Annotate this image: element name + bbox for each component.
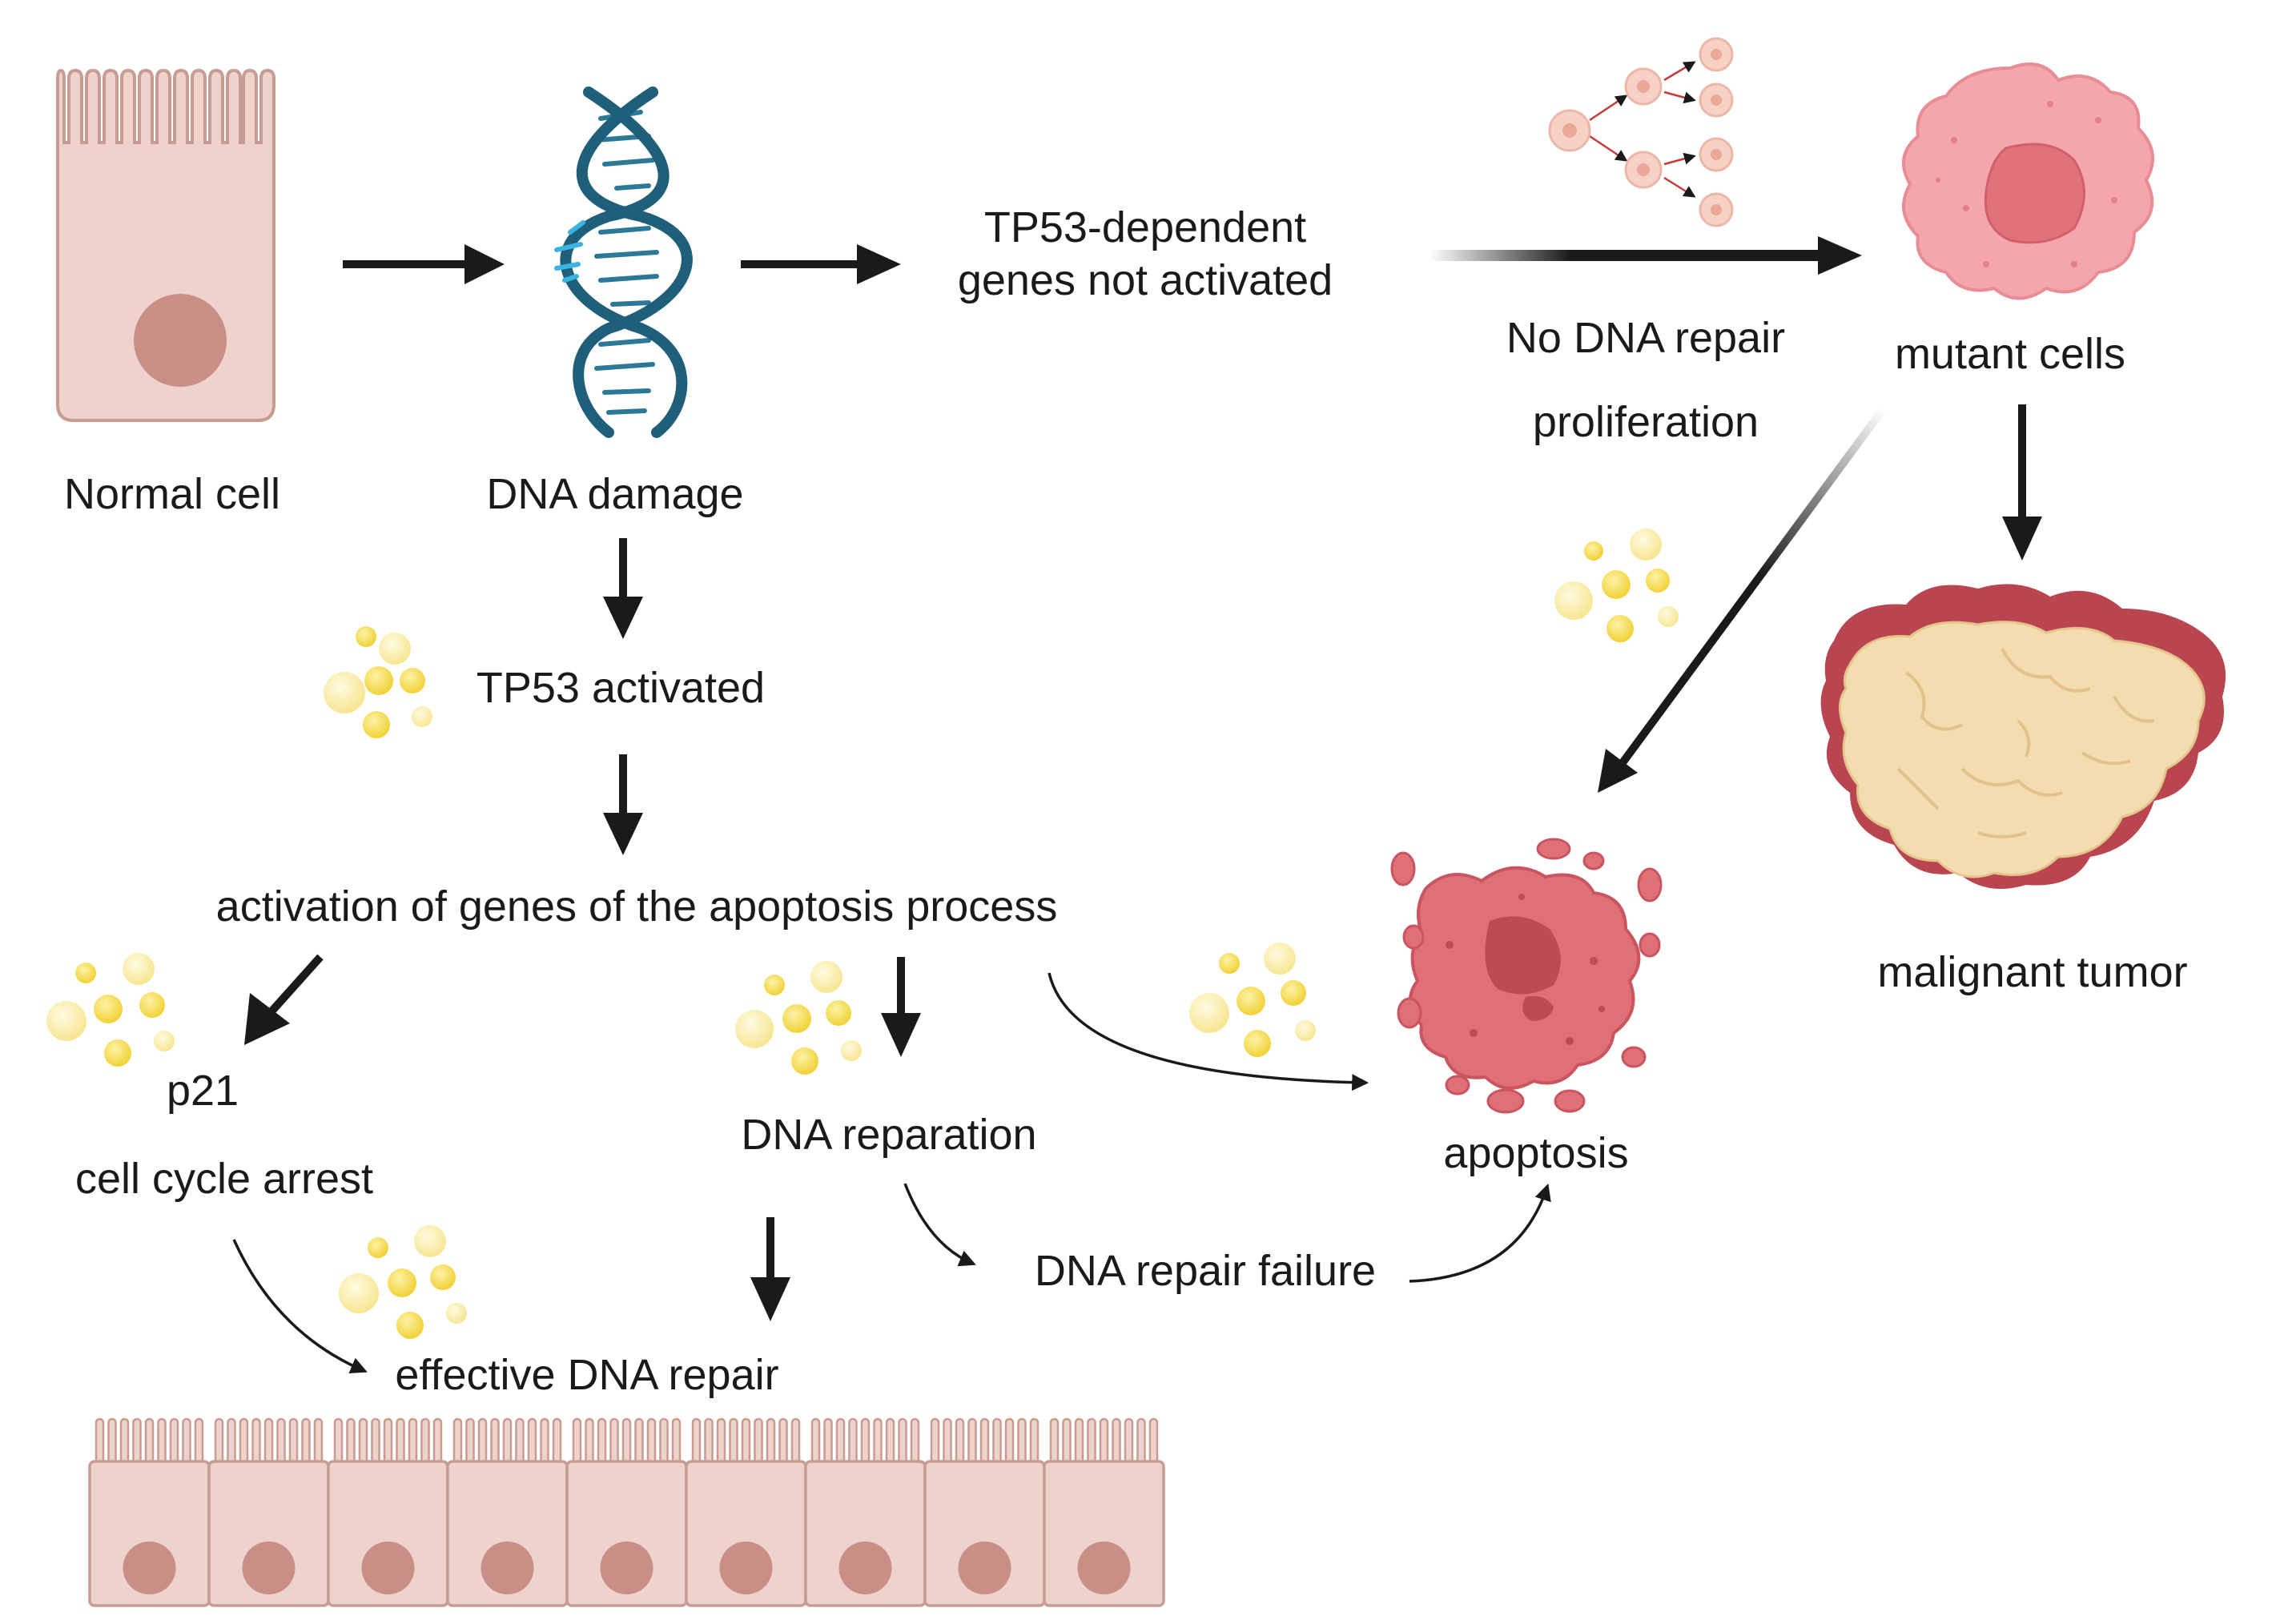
arrow-reparation-to-failure [903,1183,976,1267]
arrow-normal-to-damage [343,244,505,284]
label-genes-not-activated: genes not activated [958,256,1333,304]
arrow-activation-to-p21 [244,954,324,1045]
epithelial-cell [207,1417,330,1607]
arrow-to-mutant-cells [1430,236,1862,275]
epithelial-cell-row [88,1417,1165,1607]
epithelial-cell [88,1417,211,1607]
tp53-protein-cluster-icon [1554,529,1679,642]
label-dna-repair-failure: DNA repair failure [1035,1247,1376,1295]
label-p21: p21 [167,1067,239,1115]
label-cell-cycle-arrest: cell cycle arrest [75,1155,373,1203]
arrow-damage-to-not-activated [741,244,901,284]
tp53-protein-cluster-icon [339,1225,467,1339]
tp53-protein-cluster-icon [46,953,175,1067]
epithelial-cell [446,1417,569,1607]
epithelial-cell [923,1417,1046,1607]
label-effective-dna-repair: effective DNA repair [395,1351,778,1399]
normal-cell-icon [56,68,275,422]
arrow-reparation-to-effective [750,1217,790,1321]
label-apoptosis: apoptosis [1443,1129,1628,1177]
arrow-failure-to-apoptosis [1409,1184,1551,1283]
tp53-protein-cluster-icon [324,626,432,738]
mutant-cell-icon [1902,62,2154,300]
malignant-tumor-icon [1820,584,2226,889]
dna-helix-icon [560,86,693,438]
arrow-mutant-to-tumor [2002,404,2042,561]
epithelial-cell [327,1417,449,1607]
epithelial-cell [685,1417,807,1607]
epithelial-cell [565,1417,688,1607]
apoptotic-cell-icon [1390,838,1663,1114]
arrow-activation-to-reparation [881,957,921,1057]
arrow-mutant-to-apoptosis [1598,406,1888,793]
label-dna-damage: DNA damage [486,470,743,518]
arrow-activation-to-apoptosis [1048,972,1369,1091]
label-dna-reparation: DNA reparation [741,1111,1036,1159]
label-activation-genes: activation of genes of the apoptosis pro… [216,882,1058,931]
dna-damage-spark-icon [554,220,585,283]
epithelial-cell [1043,1417,1165,1607]
tp53-protein-cluster-icon [1189,943,1316,1057]
tp53-protein-cluster-icon [735,961,862,1075]
label-malignant-tumor: malignant tumor [1877,948,2187,996]
label-tp53-dependent: TP53-dependent [984,203,1306,251]
proliferation-cells-icon [1548,37,1734,227]
label-mutant-cells: mutant cells [1895,330,2125,378]
label-no-dna-repair: No DNA repair [1506,314,1785,362]
arrow-damage-to-tp53 [603,538,643,639]
epithelial-cell [804,1417,927,1607]
label-normal-cell: Normal cell [64,470,280,518]
label-tp53-activated: TP53 activated [477,664,765,712]
arrow-tp53-to-activation [603,754,643,855]
label-proliferation: proliferation [1533,398,1759,446]
arrow-arrest-to-effective [232,1239,368,1374]
